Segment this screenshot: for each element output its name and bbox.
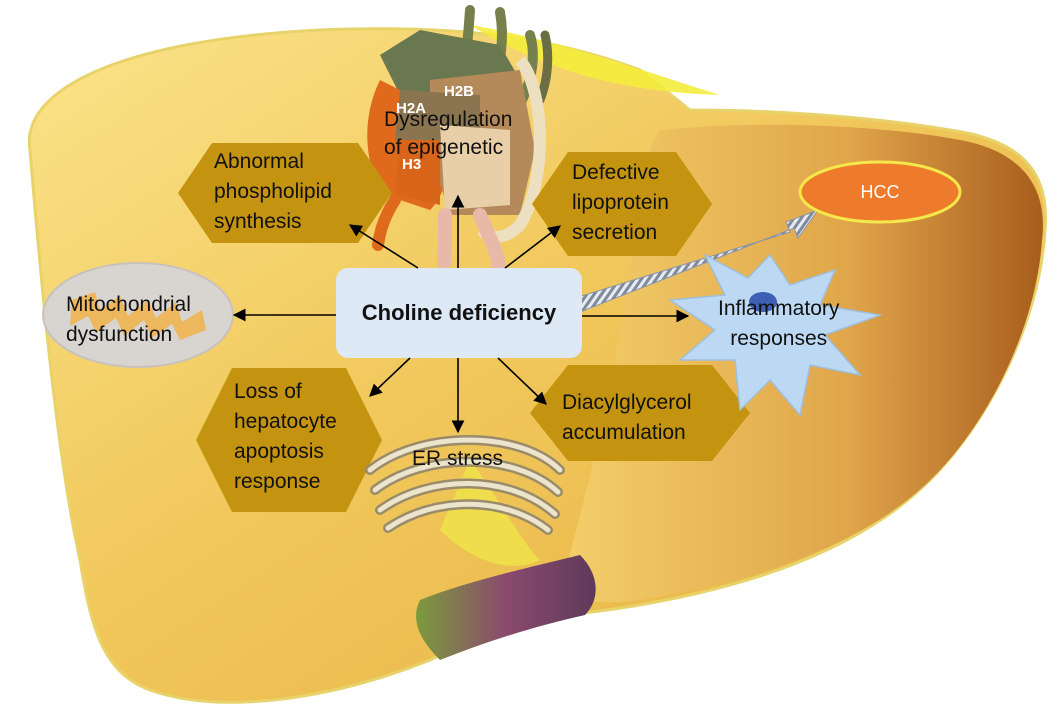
epigenetic-label: Dysregulation of epigenetic — [384, 106, 512, 162]
diacylglycerol-line-1: Diacylglycerol — [562, 391, 692, 414]
diacylglycerol-line-2: accumulation — [562, 421, 686, 444]
epigenetic-line-1: Dysregulation — [384, 108, 513, 131]
mitochondria-line-1: Mitochondrial — [66, 293, 191, 316]
hcc-node — [798, 160, 962, 224]
nucleosome-illustration — [367, 5, 553, 275]
arrow-apoptosis — [369, 357, 411, 397]
progression-arrow — [574, 208, 820, 313]
hcc-label: HCC — [860, 182, 900, 202]
arrow-phospholipid — [348, 224, 419, 269]
lipoprotein-line-2: lipoprotein — [572, 191, 669, 214]
phospholipid-line-3: synthesis — [214, 210, 302, 233]
histone-h2a-label: H2A — [396, 100, 427, 117]
phospholipid-label: Abnormal phospholipid synthesis — [214, 147, 332, 237]
inflammation-label: Inflammatory responses — [718, 294, 839, 354]
apoptosis-line-3: apoptosis — [234, 440, 324, 463]
phospholipid-line-2: phospholipid — [214, 180, 332, 203]
er-stress-label: ER stress — [412, 447, 504, 470]
hexagon-diacylglycerol — [530, 365, 750, 461]
er-illustration — [365, 435, 565, 535]
lipoprotein-line-1: Defective — [572, 161, 660, 184]
histone-h3-label: H3 — [402, 156, 422, 173]
histone-h2b-label: H2B — [444, 83, 475, 100]
arrow-diacylglycerol — [497, 357, 547, 405]
hexagon-apoptosis — [196, 368, 382, 512]
inflammation-line-2: responses — [730, 327, 828, 350]
center-box — [336, 268, 582, 358]
inflammation-line-1: Inflammatory — [718, 297, 840, 320]
apoptosis-line-4: response — [234, 470, 321, 493]
mitochondria-label: Mitochondrial dysfunction — [66, 290, 191, 350]
epigenetic-line-2: of epigenetic — [384, 136, 504, 159]
lipoprotein-label: Defective lipoprotein secretion — [572, 158, 669, 248]
hexagon-phospholipid — [178, 143, 392, 243]
effect-arrows — [232, 194, 690, 434]
hexagon-lipoprotein — [532, 152, 712, 256]
apoptosis-line-1: Loss of — [234, 380, 302, 403]
cell-nucleus — [749, 292, 777, 312]
inflammation-star — [667, 253, 883, 417]
lipoprotein-line-3: secretion — [572, 221, 658, 244]
apoptosis-label: Loss of hepatocyte apoptosis response — [234, 377, 337, 497]
center-label: Choline deficiency — [361, 300, 557, 325]
diacylglycerol-label: Diacylglycerol accumulation — [562, 388, 692, 448]
mitochondria-line-2: dysfunction — [66, 323, 173, 346]
arrow-lipoprotein — [504, 225, 562, 269]
apoptosis-line-2: hepatocyte — [234, 410, 337, 433]
phospholipid-line-1: Abnormal — [214, 150, 304, 173]
